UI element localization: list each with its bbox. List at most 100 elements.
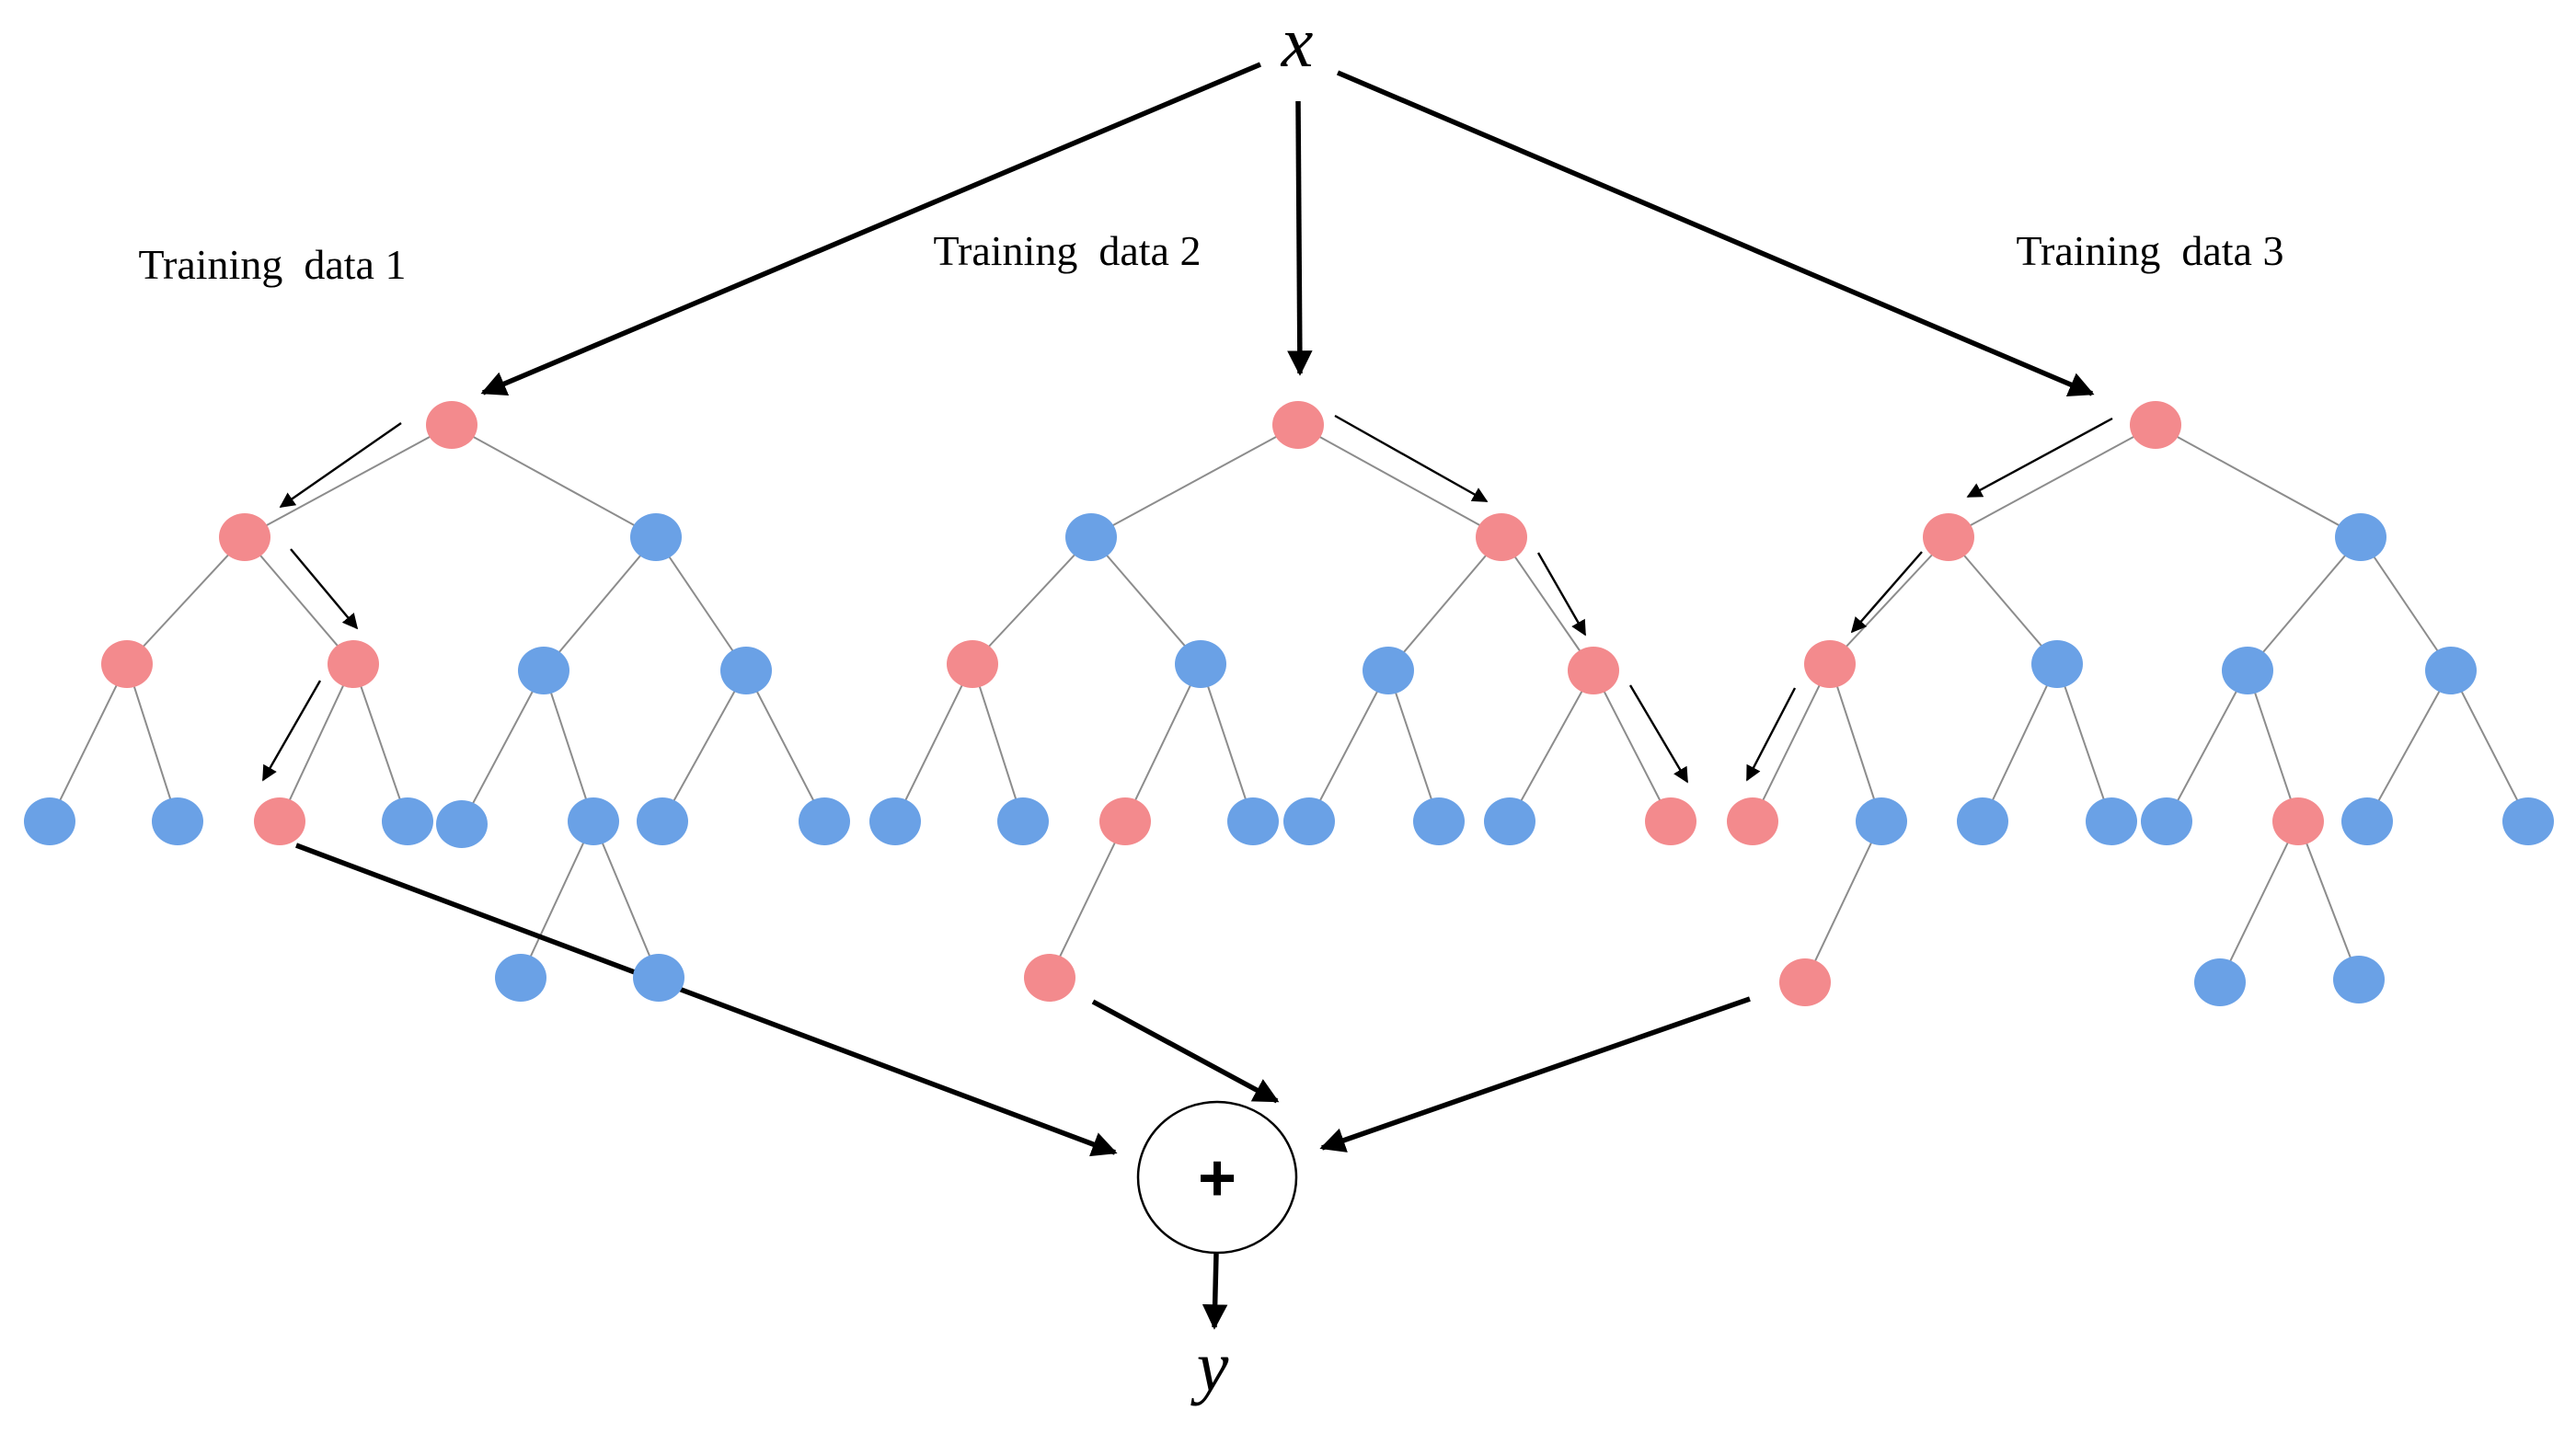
output-arrow-tree-3 (1319, 996, 1751, 1153)
tree-node (1175, 640, 1226, 688)
tree-edge (451, 424, 657, 538)
decision-path-node (947, 640, 998, 688)
tree-1-label: Training data 1 (139, 241, 407, 288)
tree-node (633, 954, 684, 1002)
tree-node (2335, 513, 2386, 561)
tree-edge (1090, 424, 1299, 538)
tree-edge (1200, 663, 1254, 822)
tree-edge (1308, 670, 1389, 822)
decision-path-node (1923, 513, 1974, 561)
decision-path-node (328, 640, 379, 688)
tree-node (2141, 797, 2192, 845)
tree-node (24, 797, 75, 845)
tree-nodes (24, 401, 2554, 1006)
tree-edge (2219, 820, 2299, 983)
flow-arrows (295, 62, 2095, 1330)
decision-path-node (1476, 513, 1527, 561)
decision-path-arrows (261, 414, 2113, 784)
path-arrow (290, 548, 359, 630)
path-arrow (1334, 414, 1489, 503)
tree-node (2333, 956, 2385, 1003)
tree-node (1283, 797, 1335, 845)
path-arrow (279, 422, 402, 508)
tree-edge (543, 670, 594, 822)
tree-node (799, 797, 850, 845)
decision-path-node (101, 640, 153, 688)
tree-node (1484, 797, 1535, 845)
tree-3-label: Training data 3 (2017, 227, 2284, 274)
decision-path-node (1779, 958, 1831, 1006)
tree-node (495, 954, 546, 1002)
tree-edge (1593, 670, 1672, 822)
tree-node (152, 797, 203, 845)
decision-path-node (426, 401, 477, 449)
tree-edge (2366, 670, 2452, 822)
sum-symbol: + (1198, 1141, 1236, 1215)
tree-edge (520, 820, 594, 979)
tree-edge (1387, 536, 1502, 671)
tree-2-label: Training data 2 (934, 227, 1202, 274)
tree-edge (126, 536, 246, 665)
tree-edge (894, 663, 973, 822)
tree-edge (543, 536, 657, 671)
tree-edge (1090, 536, 1202, 665)
tree-node (1856, 797, 1907, 845)
tree-node (568, 797, 619, 845)
path-arrow (1966, 417, 2113, 499)
tree-edge (1124, 663, 1202, 822)
tree-node (518, 647, 569, 694)
output-arrow-tree-1 (295, 843, 1118, 1157)
decision-path-node (1272, 401, 1324, 449)
tree-edge (1049, 820, 1126, 979)
output-label: y (1190, 1326, 1229, 1406)
tree-edge (745, 670, 825, 822)
tree-edge (2155, 424, 2362, 538)
tree-edge (972, 663, 1024, 822)
decision-path-node (1804, 640, 1856, 688)
tree-node (1363, 647, 1414, 694)
tree-edge (2247, 670, 2299, 822)
tree-edge (2166, 670, 2248, 822)
path-arrow (1850, 551, 1923, 634)
decision-path-node (1099, 797, 1151, 845)
decision-path-node (2130, 401, 2181, 449)
decision-path-node (1727, 797, 1778, 845)
decision-path-node (1024, 954, 1075, 1002)
tree-node (637, 797, 688, 845)
tree-node (382, 797, 433, 845)
tree-edge (1387, 670, 1440, 822)
decision-path-node (254, 797, 305, 845)
tree-edge (2450, 670, 2529, 822)
tree-node (2341, 797, 2393, 845)
sum-node: + (1136, 1100, 1298, 1255)
tree-node (630, 513, 682, 561)
tree-edge (244, 424, 453, 538)
input-arrow-tree-2 (1287, 100, 1313, 376)
tree-edge (1804, 820, 1882, 983)
tree-edge (352, 663, 408, 822)
sum-circle (1136, 1100, 1298, 1255)
tree-edge (1501, 536, 1594, 671)
tree-edges (49, 424, 2529, 983)
tree-edge (1948, 424, 2156, 538)
tree-edge (592, 820, 660, 979)
decision-path-node (2272, 797, 2324, 845)
tree-edge (2056, 663, 2112, 822)
tree-edge (2297, 820, 2360, 981)
tree-edge (655, 536, 747, 671)
tree-edge (2360, 536, 2452, 671)
tree-edge (279, 663, 354, 822)
decision-path-node (219, 513, 270, 561)
tree-node (436, 800, 488, 848)
path-arrow (1745, 687, 1797, 782)
input-arrow-tree-1 (480, 62, 1262, 396)
tree-node (997, 797, 1049, 845)
path-arrow (261, 680, 322, 782)
tree-edge (972, 536, 1092, 665)
tree-node (2425, 647, 2477, 694)
tree-node (1413, 797, 1465, 845)
tree-edge (244, 536, 354, 665)
tree-node (2194, 958, 2246, 1006)
